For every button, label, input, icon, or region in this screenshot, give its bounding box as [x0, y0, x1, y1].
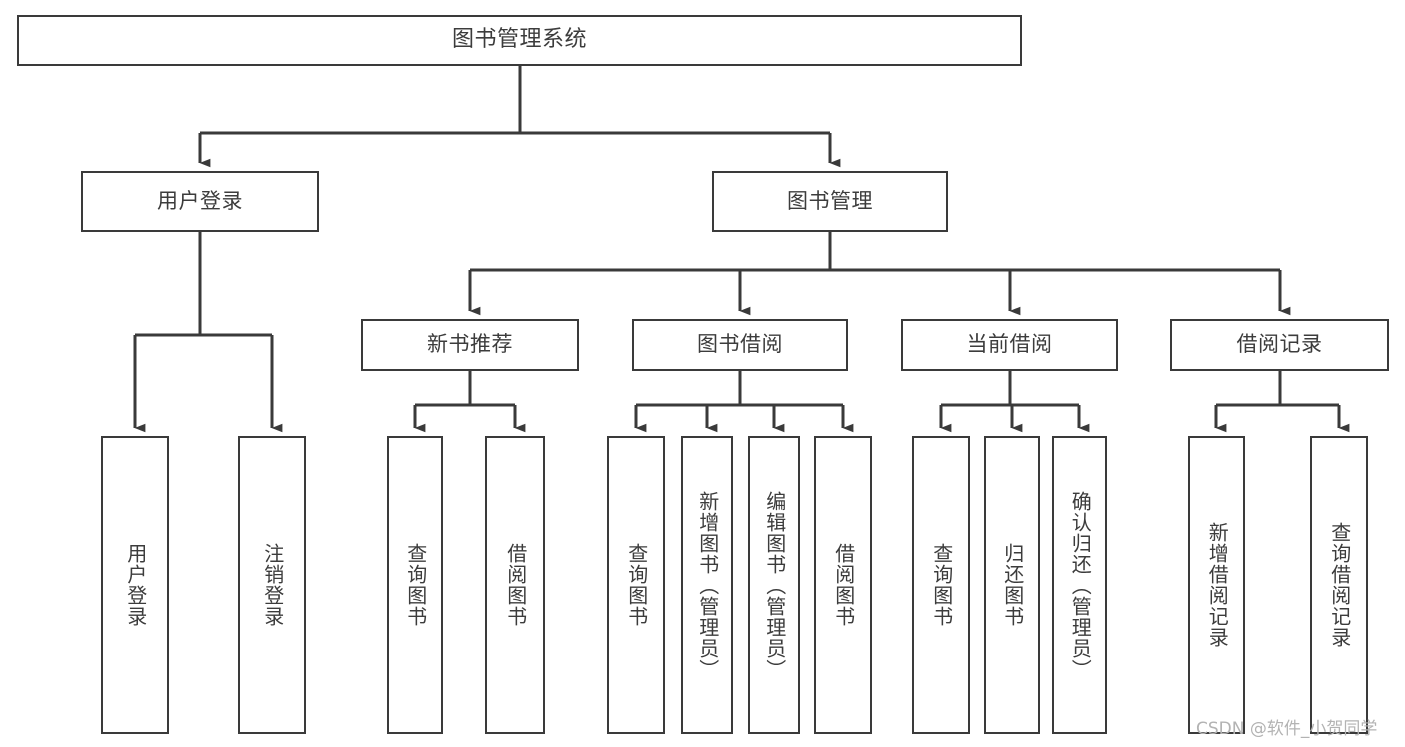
- leaf-return-book[interactable]: 归还图书: [984, 436, 1040, 734]
- leaf-confirm-return-admin[interactable]: 确认归还（管理员）: [1052, 436, 1107, 734]
- node-new-book-recommend[interactable]: 新书推荐: [361, 319, 579, 371]
- leaf-query-borrow-record-label: 查询借阅记录: [1327, 522, 1352, 648]
- node-user-login[interactable]: 用户登录: [81, 171, 319, 232]
- node-book-management-label: 图书管理: [787, 188, 873, 213]
- leaf-user-login[interactable]: 用户登录: [101, 436, 169, 734]
- leaf-query-borrow-record[interactable]: 查询借阅记录: [1310, 436, 1368, 734]
- leaf-borrow-book[interactable]: 借阅图书: [814, 436, 872, 734]
- leaf-query-book-borrow[interactable]: 查询图书: [607, 436, 665, 734]
- leaf-add-borrow-record-label: 新增借阅记录: [1205, 522, 1230, 648]
- leaf-query-book-current-label: 查询图书: [929, 543, 954, 627]
- leaf-user-login-label: 用户登录: [123, 543, 148, 627]
- node-current-borrow[interactable]: 当前借阅: [901, 319, 1118, 371]
- leaf-query-book-borrow-label: 查询图书: [624, 543, 649, 627]
- leaf-logout[interactable]: 注销登录: [238, 436, 306, 734]
- node-book-borrow[interactable]: 图书借阅: [632, 319, 848, 371]
- node-user-login-label: 用户登录: [157, 188, 243, 213]
- leaf-borrow-book-recommend-label: 借阅图书: [503, 543, 528, 627]
- leaf-add-borrow-record[interactable]: 新增借阅记录: [1188, 436, 1245, 734]
- leaf-edit-book-admin-label: 编辑图书（管理员）: [762, 490, 787, 680]
- node-borrow-record[interactable]: 借阅记录: [1170, 319, 1389, 371]
- watermark: CSDN @软件_小贺同学: [1196, 719, 1378, 739]
- leaf-query-book-current[interactable]: 查询图书: [912, 436, 970, 734]
- leaf-query-book-recommend-label: 查询图书: [403, 543, 428, 627]
- node-borrow-record-label: 借阅记录: [1236, 332, 1323, 357]
- leaf-add-book-admin-label: 新增图书（管理员）: [695, 490, 720, 680]
- leaf-query-book-recommend[interactable]: 查询图书: [387, 436, 443, 734]
- node-root-label: 图书管理系统: [451, 27, 587, 53]
- node-current-borrow-label: 当前借阅: [966, 332, 1053, 357]
- leaf-borrow-book-label: 借阅图书: [831, 543, 856, 627]
- leaf-borrow-book-recommend[interactable]: 借阅图书: [485, 436, 545, 734]
- leaf-confirm-return-admin-label: 确认归还（管理员）: [1068, 490, 1093, 680]
- leaf-add-book-admin[interactable]: 新增图书（管理员）: [681, 436, 733, 734]
- node-book-management[interactable]: 图书管理: [712, 171, 948, 232]
- node-root[interactable]: 图书管理系统: [17, 15, 1022, 66]
- node-book-borrow-label: 图书借阅: [697, 332, 783, 357]
- leaf-return-book-label: 归还图书: [1000, 543, 1025, 627]
- node-new-book-recommend-label: 新书推荐: [427, 332, 513, 357]
- leaf-logout-label: 注销登录: [260, 543, 285, 627]
- leaf-edit-book-admin[interactable]: 编辑图书（管理员）: [748, 436, 800, 734]
